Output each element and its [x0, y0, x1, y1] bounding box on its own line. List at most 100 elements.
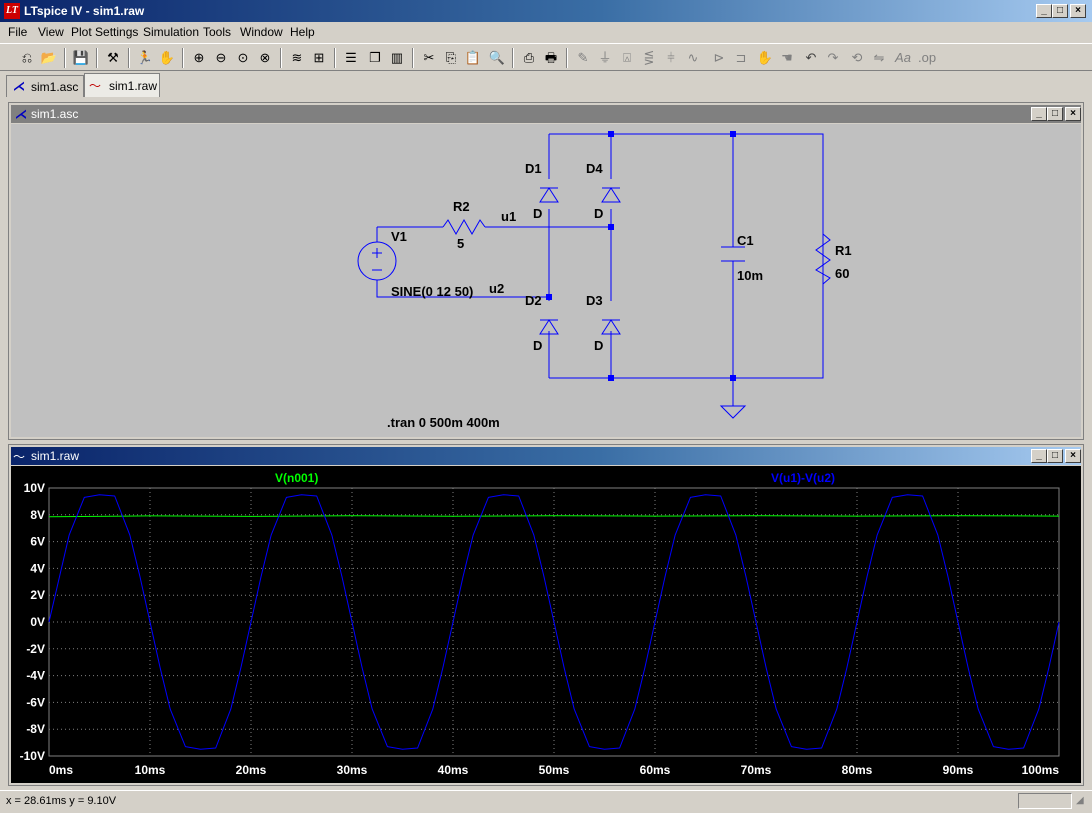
open-icon[interactable]: 📂: [40, 50, 58, 65]
menu-simulation[interactable]: Simulation: [143, 25, 200, 39]
x-tick-label: 100ms: [1022, 763, 1060, 777]
spice-directive[interactable]: .tran 0 500m 400m: [387, 415, 500, 430]
undo-icon[interactable]: ↶: [805, 50, 817, 65]
zoom-out-icon[interactable]: ⊖: [215, 50, 227, 65]
minimize-icon[interactable]: _: [1036, 4, 1052, 18]
x-tick-label: 90ms: [943, 763, 974, 777]
y-tick-label: 2V: [30, 588, 45, 602]
run-icon[interactable]: 🏃: [136, 50, 154, 65]
legend-v-u1-u2[interactable]: V(u1)-V(u2): [771, 471, 835, 485]
tab-sim1-asc[interactable]: ⋌ sim1.asc: [6, 75, 84, 97]
maximize-icon[interactable]: □: [1052, 4, 1068, 18]
zoom-cancel-icon[interactable]: ⊗: [259, 50, 271, 65]
v1-label: V1: [391, 229, 407, 244]
cut-icon[interactable]: ✂: [423, 50, 435, 65]
close-icon[interactable]: ×: [1065, 449, 1081, 463]
text-icon[interactable]: Aa: [895, 50, 911, 65]
c1-value: 10m: [737, 268, 763, 283]
junction-dot: [730, 131, 736, 137]
waveform-icon: 〜: [89, 79, 102, 93]
maximize-icon[interactable]: □: [1047, 107, 1063, 121]
save-icon[interactable]: 💾: [72, 50, 90, 65]
find-icon[interactable]: 🔍: [488, 50, 506, 65]
mirror-icon[interactable]: ⇋: [873, 50, 885, 65]
rotate-icon[interactable]: ⟲: [851, 50, 863, 65]
r2-value: 5: [457, 236, 464, 251]
paste-icon[interactable]: 📋: [464, 50, 482, 65]
copy-icon[interactable]: ⎘: [445, 50, 457, 65]
wire-icon[interactable]: ✎: [577, 50, 589, 65]
minimize-icon[interactable]: _: [1031, 107, 1047, 121]
voltage-source-v1: [357, 241, 397, 281]
cursor-readout: x = 28.61ms y = 9.10V: [6, 795, 117, 807]
tile-horizontal-icon[interactable]: ☰: [345, 50, 357, 65]
series-trace-0[interactable]: [48, 515, 1060, 518]
spice-directive-icon[interactable]: .op: [918, 50, 937, 65]
resize-grip-icon[interactable]: ◢: [1076, 795, 1084, 806]
v1-value: SINE(0 12 50): [391, 284, 473, 299]
cascade-icon[interactable]: ❐: [369, 50, 381, 65]
menu-file[interactable]: File: [8, 25, 28, 39]
x-tick-label: 70ms: [741, 763, 772, 777]
halt-icon[interactable]: ✋: [158, 50, 176, 65]
y-tick-label: -6V: [26, 695, 45, 709]
diode-icon[interactable]: ⊳: [713, 50, 725, 65]
y-tick-label: 0V: [30, 615, 45, 629]
autorange-icon[interactable]: ≋: [291, 50, 303, 65]
plot-title-bar[interactable]: 〜 sim1.raw _ □ ×: [11, 447, 1081, 465]
app-icon[interactable]: LT: [4, 3, 20, 19]
maximize-icon[interactable]: □: [1047, 449, 1063, 463]
wire: [549, 133, 824, 379]
print-icon[interactable]: 🖶: [544, 50, 558, 65]
close-icon[interactable]: ×: [1065, 107, 1081, 121]
d4-label: D4: [586, 161, 603, 176]
resistor-icon[interactable]: ⋚: [643, 50, 655, 65]
menu-view[interactable]: View: [38, 25, 64, 39]
control-panel-icon[interactable]: ⚒: [107, 50, 119, 65]
menu-tools[interactable]: Tools: [203, 25, 232, 39]
ground-icon[interactable]: ⏚: [598, 50, 612, 65]
legend-v-n001[interactable]: V(n001): [275, 471, 318, 485]
toolbar-separator: [512, 48, 514, 68]
print-setup-icon[interactable]: ⎙: [523, 50, 535, 65]
zoom-in-icon[interactable]: ⊕: [193, 50, 205, 65]
plot-series: [48, 494, 1060, 750]
ground-symbol: [719, 405, 747, 419]
x-tick-label: 80ms: [842, 763, 873, 777]
y-tick-label: 8V: [30, 508, 45, 522]
y-tick-label: 4V: [30, 561, 45, 575]
menu-help[interactable]: Help: [290, 25, 315, 39]
schematic-title-bar[interactable]: ⋌ sim1.asc _ □ ×: [11, 105, 1081, 123]
r2-label: R2: [453, 199, 470, 214]
mark-unref-icon[interactable]: ⊞: [313, 50, 325, 65]
schematic-canvas[interactable]: D1 D D4 D D2 D D3 D R2 5 u1 u2 V1 SINE(0…: [11, 124, 1081, 437]
series-trace-1[interactable]: [48, 494, 1060, 750]
r1-label: R1: [835, 243, 852, 258]
tab-sim1-raw[interactable]: 〜 sim1.raw: [84, 73, 160, 97]
close-icon[interactable]: ×: [1070, 4, 1086, 18]
capacitor-icon[interactable]: ⫩: [667, 50, 675, 65]
move-icon[interactable]: ✋: [756, 50, 774, 65]
component-icon[interactable]: ⊐: [735, 50, 747, 65]
y-tick-label: -10V: [20, 749, 45, 763]
tile-vertical-icon[interactable]: ▥: [390, 50, 404, 65]
junction-dot: [608, 131, 614, 137]
voltage-source-polarity: [372, 248, 382, 271]
capacitor-c1: [721, 246, 745, 262]
title-bar[interactable]: LT LTspice IV - sim1.raw _ □ ×: [0, 0, 1092, 22]
new-schematic-icon[interactable]: ⎌: [21, 50, 33, 65]
schematic-icon: ⋌: [15, 107, 27, 121]
zoom-fit-icon[interactable]: ⊙: [237, 50, 249, 65]
minimize-icon[interactable]: _: [1031, 449, 1047, 463]
drag-icon[interactable]: ☚: [781, 50, 793, 65]
redo-icon[interactable]: ↷: [827, 50, 839, 65]
inductor-icon[interactable]: ∿: [687, 50, 699, 65]
label-net-icon[interactable]: ⍓: [623, 50, 631, 65]
menu-plot-settings[interactable]: Plot Settings: [71, 25, 139, 39]
y-tick-label: 6V: [30, 535, 45, 549]
menu-window[interactable]: Window: [240, 25, 283, 39]
